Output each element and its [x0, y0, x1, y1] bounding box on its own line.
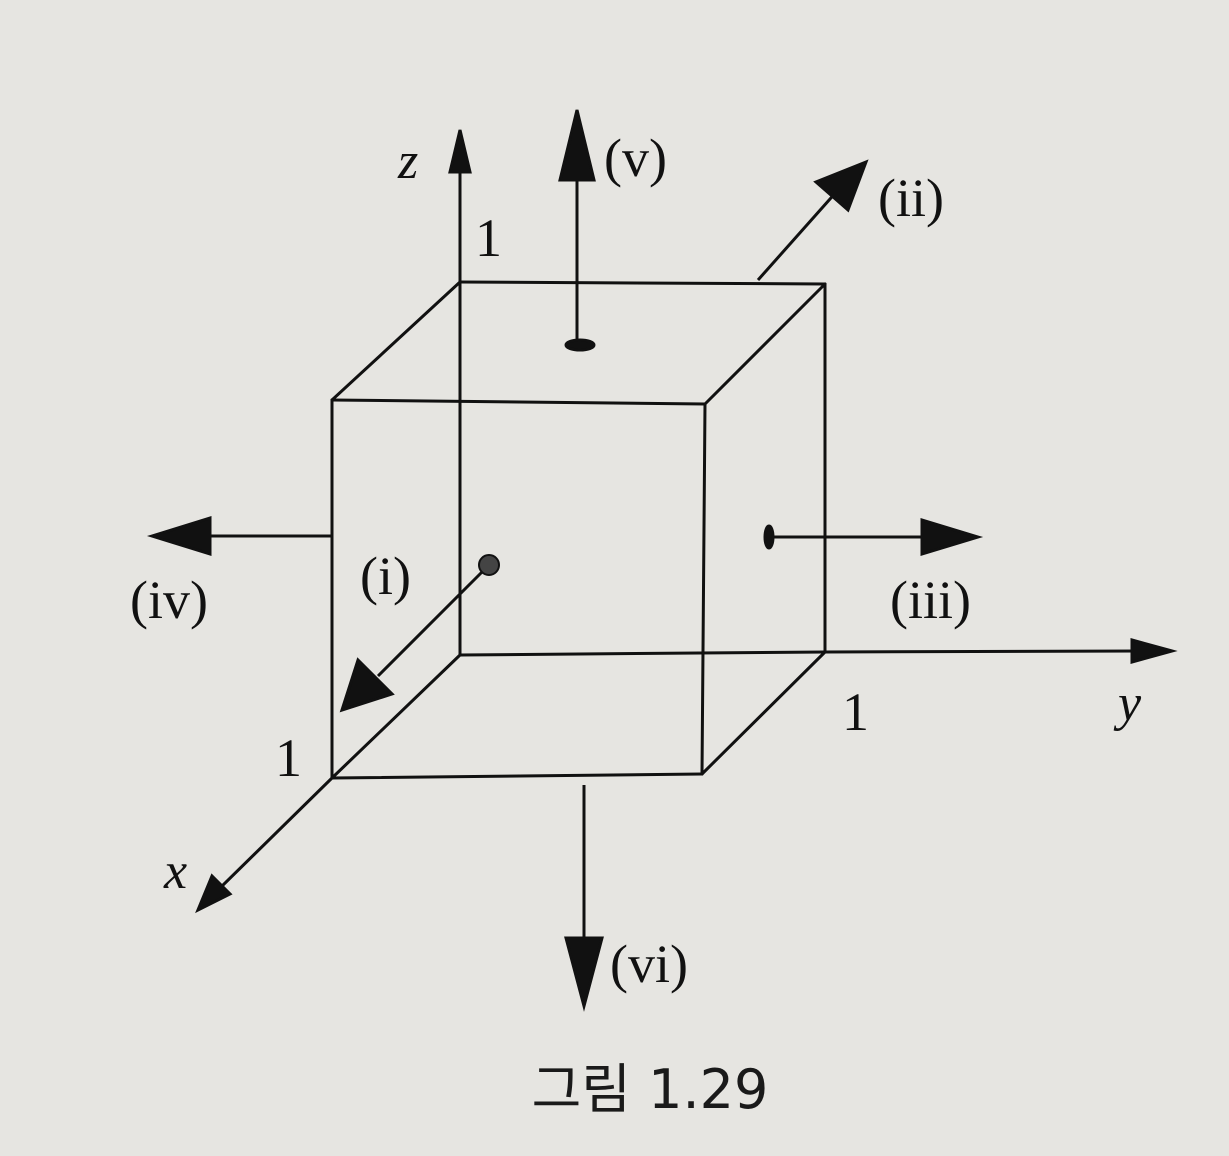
cube	[330, 280, 827, 780]
arrow-v-tail-dot	[564, 338, 596, 352]
figure-caption: 그림 1.29	[532, 1058, 769, 1121]
cube-edge	[458, 280, 827, 286]
face-label-vi: (vi)	[610, 934, 688, 994]
cube-edge	[330, 280, 462, 402]
z-tick-label: 1	[475, 208, 502, 268]
cube-edge	[330, 398, 707, 406]
arrow-ii	[756, 189, 840, 281]
cube-edge	[330, 653, 462, 780]
face-label-v: (v)	[604, 128, 667, 188]
face-label-i: (i)	[360, 546, 411, 606]
arrow-i-tail-dot	[478, 554, 500, 576]
arrow-iii-tail-dot	[763, 524, 775, 550]
arrow-i	[376, 564, 490, 678]
z-axis-label: z	[397, 133, 418, 190]
cube-edge	[330, 772, 704, 780]
face-label-iii: (iii)	[890, 570, 971, 630]
arrow-ii-head	[813, 159, 869, 213]
cube-edge	[700, 402, 707, 776]
cube-edge	[458, 650, 827, 657]
flux-arrows	[146, 109, 984, 1012]
cube-edge	[703, 282, 827, 406]
arrow-v-head	[558, 109, 596, 182]
y-tick-label: 1	[842, 682, 869, 742]
cube-edge	[700, 650, 827, 776]
y-axis	[824, 649, 1141, 654]
x-axis-arrowhead	[195, 873, 233, 914]
face-label-ii: (ii)	[878, 168, 944, 228]
labels: z y x 1 1 1 (i) (ii) (iii) (iv) (v) (vi)…	[130, 128, 1142, 1121]
arrow-vi-head	[564, 936, 604, 1012]
y-axis-arrowhead	[1130, 638, 1178, 664]
arrow-iv-head	[146, 515, 212, 557]
y-axis-label: y	[1113, 675, 1142, 732]
x-axis	[216, 776, 334, 892]
arrow-iii-head	[920, 517, 984, 557]
z-axis-arrowhead	[448, 129, 472, 174]
face-label-iv: (iv)	[130, 570, 208, 630]
arrow-i-head	[339, 657, 395, 713]
x-axis-label: x	[163, 843, 187, 900]
axes	[195, 129, 1178, 914]
x-tick-label: 1	[275, 728, 302, 788]
